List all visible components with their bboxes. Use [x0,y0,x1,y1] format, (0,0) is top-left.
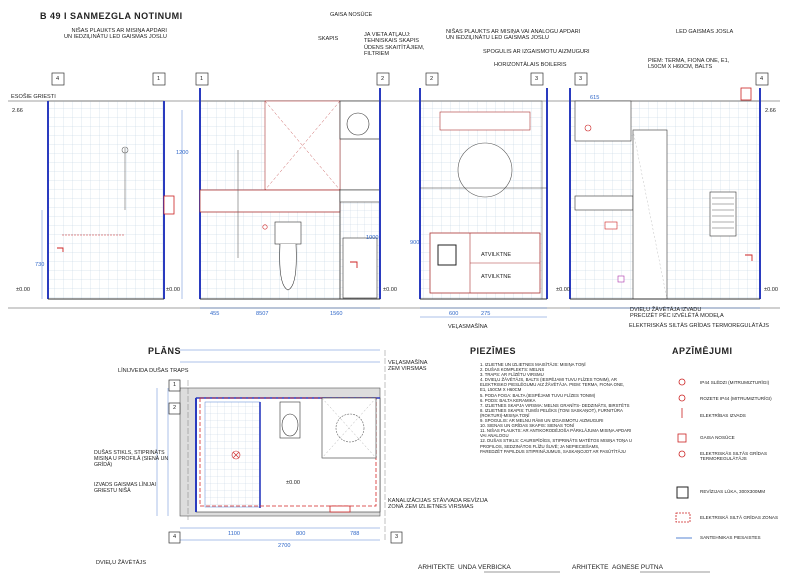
legend-item: ELEKTRISKĀ SILTĀ GRĪDAS ZONAS [700,515,779,520]
dim-d4: 2700 [278,543,291,549]
plan-title: PLĀNS [148,346,182,356]
dim-h1: 1200 [176,150,189,156]
note-item: 1. IZLIETNE UN IZLIETNES MAISĪTĀJS: MISI… [480,362,586,367]
label-velas: VEĻASMAŠĪNA [448,324,488,330]
dim-f3: 600 [449,311,459,317]
callout-kanal: KANALIZĀCIJAS STĀVVADA REVĪZIJA ZONĀ ZEM… [388,498,488,511]
callout-ja-vieta: JA VIETA ATĻAUJ: TEHNISKAIS SKAPIS ŪDENS… [364,32,425,58]
note-item: 11. NIŠAS PLAUKTS: AR ANTIKORODĒJOŠA PĀR… [480,428,632,434]
callout-top-left: NIŠAS PLAUKTS AR MISIŅA APDARI UN IEDZIĻ… [64,28,167,41]
callout-horizontalais: HORIZONTĀLAIS BOILERIS [494,62,567,68]
legend-item: ROZETE IP44 (MITRUMIZTURĪGI) [700,396,772,401]
section-mark-3: 1 [200,76,204,82]
legend-item: ELEKTRISKĀS SILTĀS GRĪDAS TERMOREGULĀTĀJ… [700,451,768,462]
sheet-title: B 49 I SANMEZGLA NOTINUMI [40,11,183,21]
plan-level: ±0.00 [286,480,300,486]
note-item: 12. DUŠAS STIKLS: CAURSPĪDĪGS, STIPRINĀT… [480,438,633,444]
callout-velas-zem: VEĻASMAŠĪNA ZEM VIRSMAS [388,360,428,373]
dim-h2: 1000 [366,235,379,241]
dim-f1: 615 [590,95,600,101]
dim-g3: 900 [410,240,420,246]
section-mark-6: 3 [535,76,539,82]
signature-role-1: ARHITEKTE [418,564,455,571]
legend-item: SANTEHNIKAS PIESAISTES [700,535,761,540]
note-item: 4. DVIEĻU ŽĀVĒTĀJS, BALTS (IESPĒJAMI TUV… [480,377,617,383]
callout-dvielu-zavetajs: DVIEĻU ŽĀVĒTĀJS [96,560,147,566]
plan-mark-2: 2 [173,405,177,411]
section-mark-1: 4 [56,76,60,82]
note-item: 9. SPOGULIS: AR MELNU RĀMI UN IZGAISMOTU… [480,418,604,424]
level-floor-5: ±0.00 [764,287,778,293]
level-top: 2.66 [12,108,23,114]
drawer-label-2: ATVILKTNE [481,274,512,280]
note-item: 5. PODA FOGA: BALTA (IESPĒJAMI TUVU FLĪZ… [480,392,596,398]
legend-title: APZĪMĒJUMI [672,346,733,356]
level-top-right: 2.66 [765,108,776,114]
note-item: E1, L50CM X H60CM [480,387,522,393]
section-mark-5: 2 [430,76,434,82]
dim-d3: 788 [350,531,360,537]
note-item: PAREDZĒT PAPILDUS STIPRINĀJUMUS, SASKAŅO… [480,448,626,454]
dim-e1: 455 [210,311,220,317]
legend-item: IP44 SLĒDZI (MITRUMIZTURĪGI) [700,380,770,385]
note-item: 7. IZLIETNES SKAPJA VIRSMA: MELNS GRANĪT… [480,402,630,408]
section-mark-2: 1 [157,76,161,82]
callout-gaisa-nosuce: GAISA NOSŪCE [330,12,373,18]
legend-item: GAISA NOSŪCE [700,435,735,440]
signature-name-1: UNDA VERBICKA [458,564,511,571]
elevation-3-4 [569,87,761,309]
elevation-2-3 [419,88,548,318]
label-esose: ESOŠIE GRIESTI [11,94,56,100]
plan-markers [168,379,403,544]
note-item: VAI ANALOGU [480,433,509,439]
dim-d2: 800 [296,531,306,537]
callout-izvads: IZVADS GAISMAS LĪNIJAI GRIESTU NIŠĀ [94,482,156,494]
section-mark-4: 2 [381,76,385,82]
signature-role-2: ARHITEKTE [572,564,609,571]
callout-elektriskas: ELEKTRISKĀS SILTĀS GRĪDAS TERMOREGULĀTĀJ… [629,323,769,329]
notes-title: PIEZĪMES [470,346,517,356]
callout-led-josla: LED GAISMAS JOSLA [676,29,734,35]
note-item: (ROKTURI)-MISIŅA TOŅĪ [480,412,530,418]
level-floor-1: ±0.00 [16,287,30,293]
plan-mark-4: 3 [395,534,399,540]
section-mark-8: 4 [760,76,764,82]
callout-dusas-stikls: DUŠAS STIKLS, STIPRINĀTS MISIŅA U PROFIL… [94,450,169,468]
note-item: 8. IZLIETNES SKAPIS: TUMŠI PELĒKS (TONI … [480,407,623,413]
note-item: ELEKTRISKO PIESLĒGUMU AIZ ŽĀVĒTĀJA. PIEM… [480,382,625,388]
level-floor-3: ±0.00 [383,287,397,293]
floor-plan [156,349,386,541]
elevation-1-2 [199,88,381,309]
level-floor-4: ±0.00 [556,287,570,293]
drawer-label-1: ATVILKTNE [481,252,512,258]
plan-mark-3: 4 [173,534,177,540]
signature-name-2: AGNESE PUTNA [612,564,663,571]
dim-e2: 8507 [256,311,269,317]
callout-piem: PIEM: TERMA, FIONA ONE, E1, L50CM X H60C… [648,58,730,71]
callout-nisas-analogu: NIŠAS PLAUKTS AR MISIŅA VAI ANALOGU APDA… [446,29,581,42]
legend-symbols [675,378,692,539]
dim-g2: 730 [35,262,45,268]
dim-f4: 275 [481,311,491,317]
section-mark-7: 3 [579,76,583,82]
elevation-4-1 [41,100,183,300]
plan-mark-1: 1 [173,382,177,388]
dim-e3: 1560 [330,311,343,317]
callout-skapis: SKAPIS [318,36,339,42]
note-item: 10. SIENAS UN GRĪDAS SKAPIS: SIENAS TONĪ [480,423,575,429]
legend-item: REVĪZIJAS LŪKA, 300X300MM [700,489,766,494]
note-item: 2. DUŠAS KOMPLEKTS: MELNS [480,367,545,373]
notes-list: 1. IZLIETNE UN IZLIETNES MAISĪTĀJS: MISI… [480,362,655,454]
note-item: PROFILOS, SEDZINĀTOS FLĪŽU ŠUVĒ; JA NEPI… [480,443,600,449]
dim-d1: 1100 [228,531,241,537]
note-item: 6. PODS: BALTA KERAMIKA [480,397,536,403]
callout-linijveida: LĪNIJVEIDA DUŠAS TRAPS [118,368,189,374]
legend-item: ELEKTRĪBAS IZVADS [700,413,746,418]
note-item: 3. TRAPS: AR FLĪZĒTU VIRSMU [480,372,544,378]
callout-spogulis: SPOGULIS AR IZGAISMOTU AIZMUGURI [483,49,590,55]
level-floor-2: ±0.00 [166,287,180,293]
section-markers [51,72,769,86]
callout-dvielu-izvadu: DVIEĻU ŽĀVĒTĀJA IZVADU PRECIZĒT PĒC IZVĒ… [630,307,724,320]
